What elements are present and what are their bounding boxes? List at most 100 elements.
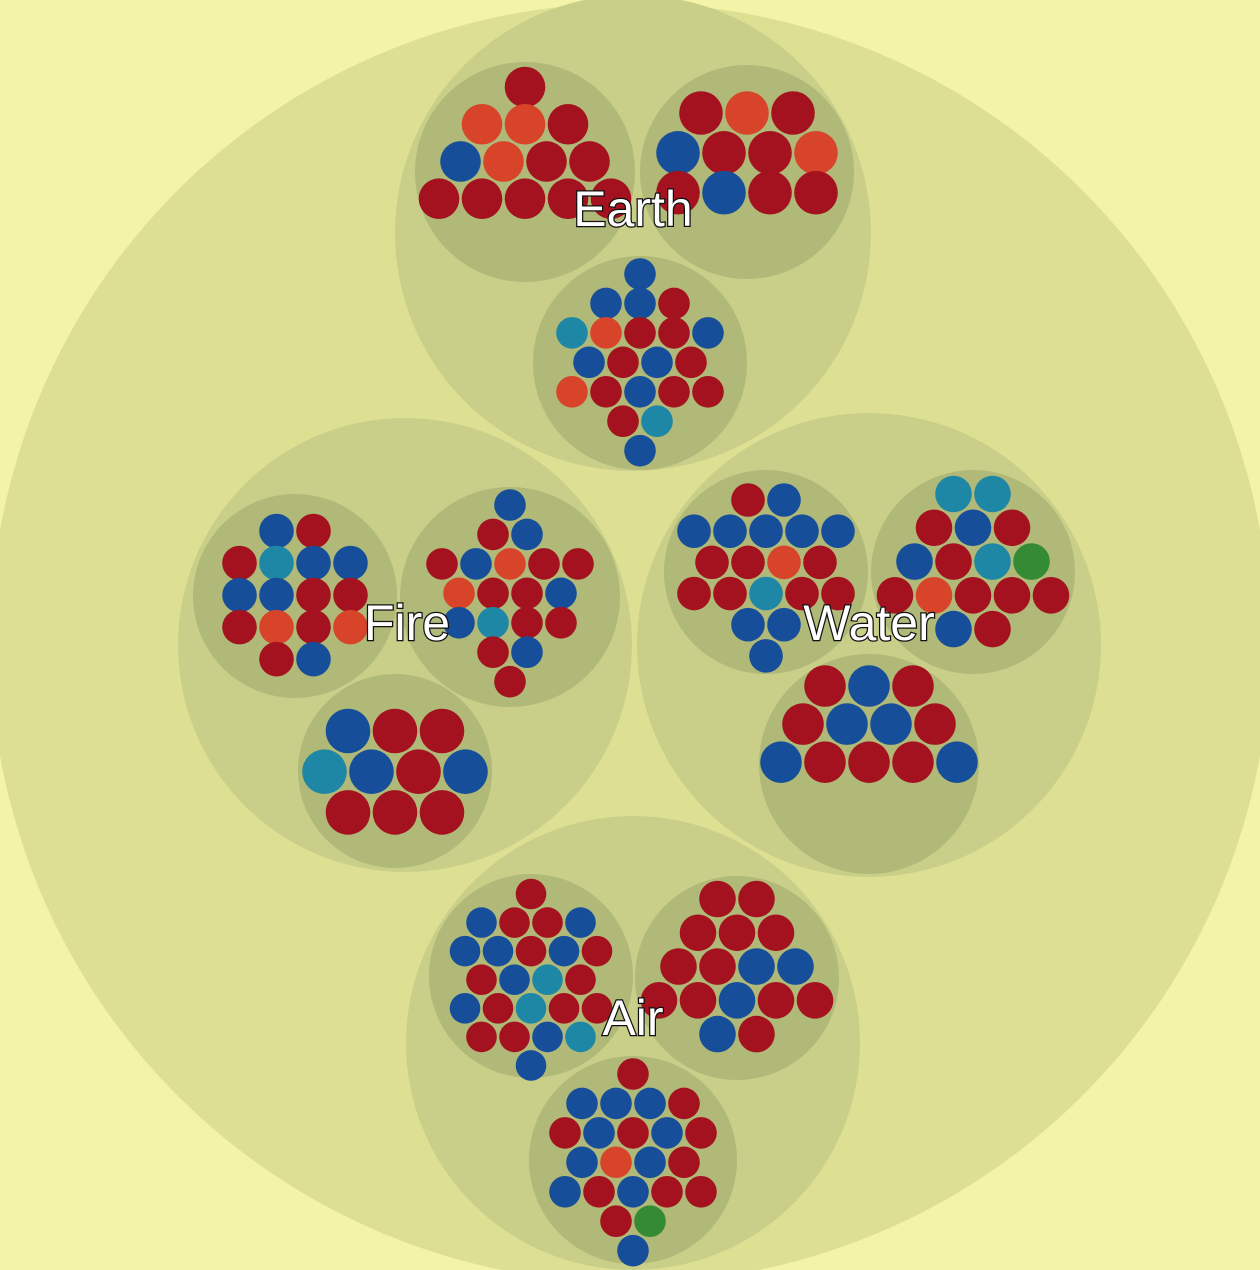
cluster-fire-2 xyxy=(400,487,620,707)
bubble-red xyxy=(651,1175,683,1208)
bubble-blue xyxy=(566,1087,598,1120)
bubble-red xyxy=(482,993,514,1024)
bubble-blue xyxy=(936,741,978,784)
bubble-red xyxy=(581,935,613,967)
bubble-orange xyxy=(333,609,368,645)
bubble-red xyxy=(549,1117,581,1149)
bubble-teal xyxy=(641,405,673,438)
bubble-teal xyxy=(556,317,588,349)
bubble-orange xyxy=(461,103,503,145)
bubble-orange xyxy=(259,609,294,645)
bubble-red xyxy=(702,131,746,175)
bubble-red xyxy=(803,545,837,580)
bubble-red xyxy=(607,405,639,438)
bubble-red xyxy=(396,749,441,795)
bubble-red xyxy=(372,708,418,754)
bubble-red xyxy=(876,577,914,614)
bubble-blue xyxy=(848,665,890,707)
bubble-red xyxy=(892,665,934,707)
cluster-air-3 xyxy=(529,1056,737,1267)
bubble-red xyxy=(494,665,526,698)
bubble-blue xyxy=(821,514,855,548)
bubble-blue xyxy=(494,489,526,521)
bubble-blue xyxy=(692,317,724,349)
bubble-green xyxy=(1013,543,1050,580)
bubble-red xyxy=(757,914,795,952)
bubble-blue xyxy=(548,935,580,967)
bubble-blue xyxy=(767,607,801,642)
cluster-earth-1 xyxy=(415,62,635,282)
bubble-red xyxy=(782,703,824,745)
bubble-red xyxy=(915,509,953,547)
bubble-red xyxy=(528,548,560,580)
bubble-red xyxy=(617,1117,649,1149)
bubble-red xyxy=(607,346,639,379)
bubble-red xyxy=(617,1058,649,1090)
bubble-red xyxy=(590,375,622,408)
bubble-blue xyxy=(259,513,294,549)
bubble-blue xyxy=(738,948,775,985)
bubble-red xyxy=(583,1175,615,1208)
bubble-red xyxy=(222,545,257,581)
bubble-red xyxy=(685,1117,717,1149)
bubble-red xyxy=(954,577,992,614)
bubble-blue xyxy=(333,545,368,581)
bubble-blue xyxy=(349,749,394,795)
bubble-teal xyxy=(259,545,294,581)
bubble-red xyxy=(757,982,795,1019)
bubble-blue xyxy=(590,287,622,320)
bubble-red xyxy=(974,610,1011,648)
bubble-red xyxy=(372,790,418,835)
cluster-circle xyxy=(664,470,868,674)
bubble-red xyxy=(569,141,610,182)
group-label-water: Water xyxy=(803,595,935,651)
bubble-blue xyxy=(443,749,488,795)
bubble-red xyxy=(748,170,792,215)
bubble-blue xyxy=(641,346,673,379)
bubble-red xyxy=(848,741,890,784)
bubble-red xyxy=(333,577,368,613)
bubble-red xyxy=(418,178,460,220)
cluster-earth-2 xyxy=(640,65,854,279)
bubble-red xyxy=(547,178,589,220)
cluster-earth-3 xyxy=(533,256,747,470)
group-label-fire: Fire xyxy=(364,595,450,651)
bubble-blue xyxy=(713,514,747,548)
bubble-blue xyxy=(566,1146,598,1179)
bubble-orange xyxy=(494,548,526,580)
bubble-blue xyxy=(760,741,802,784)
bubble-blue xyxy=(259,577,294,613)
bubble-red xyxy=(600,1205,632,1238)
bubble-teal xyxy=(974,475,1011,513)
bubble-blue xyxy=(573,346,605,379)
bubble-blue xyxy=(767,483,801,517)
bubble-red xyxy=(748,131,792,175)
bubble-red xyxy=(914,703,956,745)
bubble-blue xyxy=(449,935,481,967)
bubble-orange xyxy=(590,317,622,349)
bubble-blue xyxy=(511,518,543,551)
bubble-red xyxy=(511,606,543,639)
bubble-blue xyxy=(499,964,530,996)
bubble-red xyxy=(419,790,465,835)
bubble-red xyxy=(565,964,596,996)
bubble-blue xyxy=(449,993,481,1024)
bubble-red xyxy=(222,609,257,645)
bubble-teal xyxy=(565,1021,596,1053)
bubble-blue xyxy=(749,514,783,548)
bubble-orange xyxy=(600,1146,632,1179)
bubble-red xyxy=(547,103,589,145)
cluster-air-1 xyxy=(429,874,633,1081)
bubble-blue xyxy=(826,703,868,745)
bubble-red xyxy=(993,509,1031,547)
bubble-red xyxy=(532,907,563,938)
bubble-orange xyxy=(556,375,588,408)
bubble-red xyxy=(658,287,690,320)
group-label-air: Air xyxy=(602,990,663,1046)
bubble-red xyxy=(548,993,580,1024)
bubble-red xyxy=(699,880,736,918)
bubble-red xyxy=(477,636,509,669)
bubble-red xyxy=(675,346,707,379)
bubble-red xyxy=(892,741,934,784)
group-label-earth: Earth xyxy=(573,181,693,237)
